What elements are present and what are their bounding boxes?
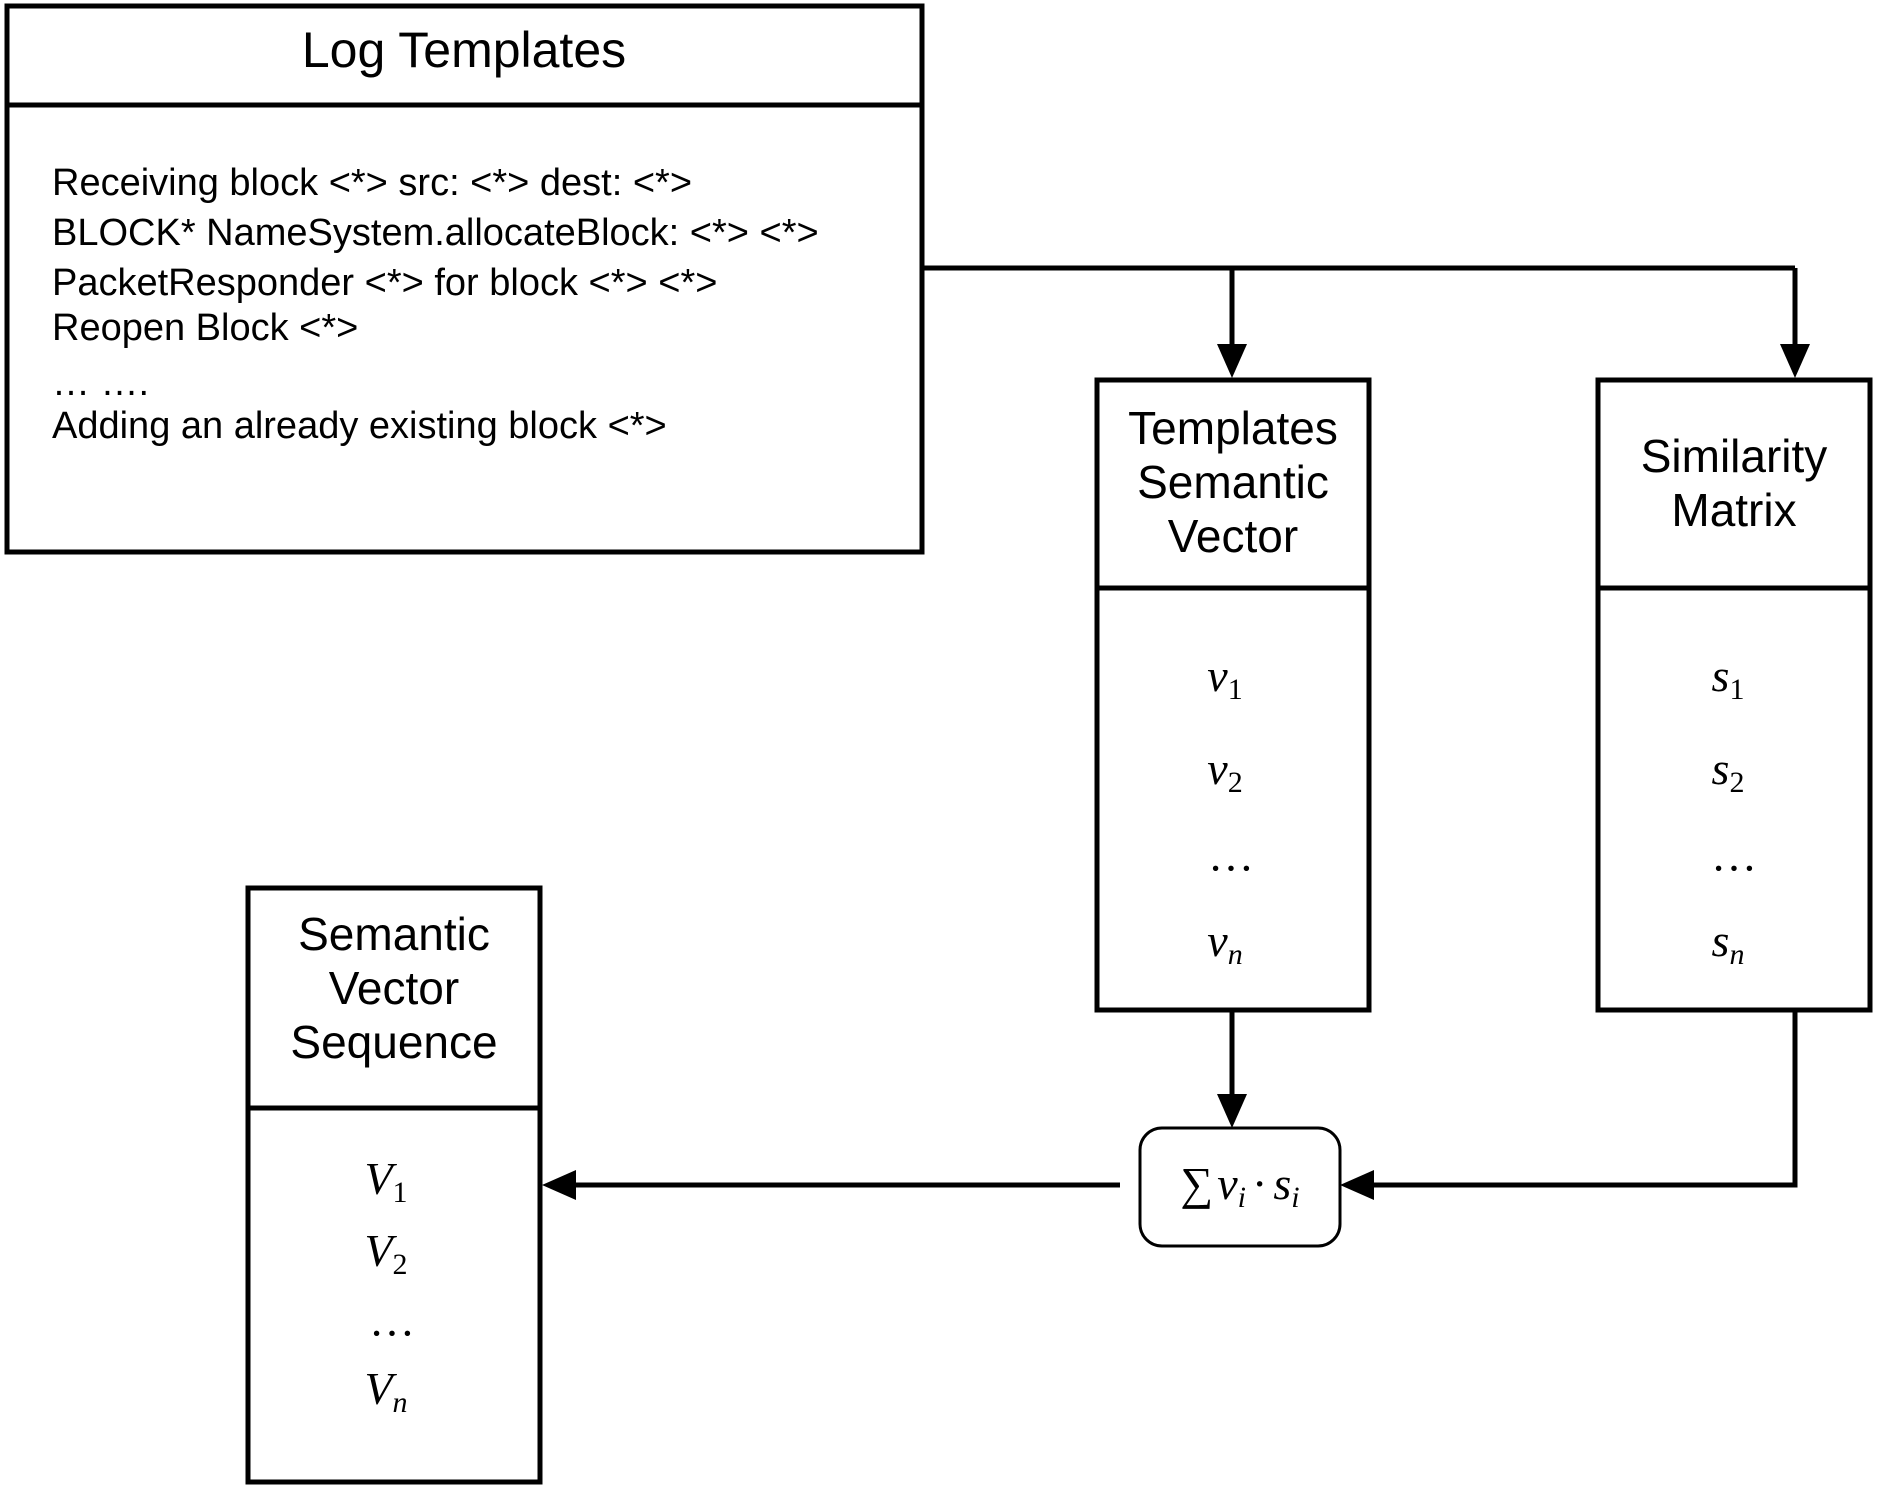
sum-node-outline xyxy=(1138,1126,1342,1248)
sim-item-1: s1 xyxy=(1712,650,1745,706)
connector-templates-to-sum xyxy=(1217,1010,1247,1128)
log-template-line-2: BLOCK* NameSystem.allocateBlock: <*> <*> xyxy=(52,212,819,254)
log-template-line-6: Adding an already existing block <*> xyxy=(52,405,667,447)
sim-header-line-2: Matrix xyxy=(1671,484,1796,536)
arrowhead-sum-right xyxy=(1340,1170,1374,1200)
sim-header-line-1: Similarity xyxy=(1641,430,1828,482)
log-template-line-1: Receiving block <*> src: <*> dest: <*> xyxy=(52,162,692,204)
sim-item-2: s2 xyxy=(1712,743,1745,799)
tsv-header-line-2: Semantic xyxy=(1137,456,1329,508)
similarity-matrix-box[interactable]: Similarity Matrix s1 s2 … sn xyxy=(1595,377,1873,1013)
semantic-vector-sequence-box[interactable]: Semantic Vector Sequence V1 V2 … Vn xyxy=(245,885,543,1485)
log-templates-box[interactable]: Log Templates Receiving block <*> src: <… xyxy=(4,3,925,555)
svs-item-n: Vn xyxy=(364,1363,407,1419)
arrowhead-similarity xyxy=(1780,344,1810,378)
connector-log-templates-to-branch xyxy=(922,265,1810,378)
svs-outline xyxy=(245,885,543,1485)
log-template-line-ellipsis: … …. xyxy=(52,362,149,404)
templates-semantic-vector-box[interactable]: Templates Semantic Vector v1 v2 … vn xyxy=(1094,377,1372,1013)
sum-node-label: ∑vi·si xyxy=(1180,1158,1299,1214)
tsv-outline xyxy=(1094,377,1372,1013)
log-template-line-3: PacketResponder <*> for block <*> <*> xyxy=(52,262,717,304)
svs-item-2: V2 xyxy=(364,1225,407,1281)
line-similarity-to-sum xyxy=(1363,1010,1798,1188)
tsv-header-line-3: Vector xyxy=(1168,510,1298,562)
svs-header-line-3: Sequence xyxy=(290,1016,497,1068)
sim-outline xyxy=(1595,377,1873,1013)
svs-item-1: V1 xyxy=(364,1153,407,1209)
log-template-line-4: Reopen Block <*> xyxy=(52,307,358,349)
tsv-item-1: v1 xyxy=(1207,650,1242,706)
sum-node[interactable]: ∑vi·si xyxy=(1138,1126,1342,1248)
svs-header-line-1: Semantic xyxy=(298,908,490,960)
tsv-header-line-1: Templates xyxy=(1128,402,1338,454)
svs-item-ellipsis: … xyxy=(369,1295,419,1346)
connector-sum-to-sequence xyxy=(542,1170,1120,1200)
tsv-item-2: v2 xyxy=(1207,743,1242,799)
sim-item-n: sn xyxy=(1712,915,1745,971)
arrowhead-templates xyxy=(1217,344,1247,378)
log-templates-outline xyxy=(4,3,925,555)
sim-item-ellipsis: … xyxy=(1711,830,1761,881)
connector-similarity-to-sum xyxy=(1340,1010,1798,1200)
tsv-item-ellipsis: … xyxy=(1208,830,1258,881)
arrowhead-sum-top xyxy=(1217,1094,1247,1128)
tsv-item-n: vn xyxy=(1207,915,1242,971)
svs-header-line-2: Vector xyxy=(329,962,459,1014)
arrowhead-sequence xyxy=(542,1170,576,1200)
log-templates-header: Log Templates xyxy=(302,22,626,78)
